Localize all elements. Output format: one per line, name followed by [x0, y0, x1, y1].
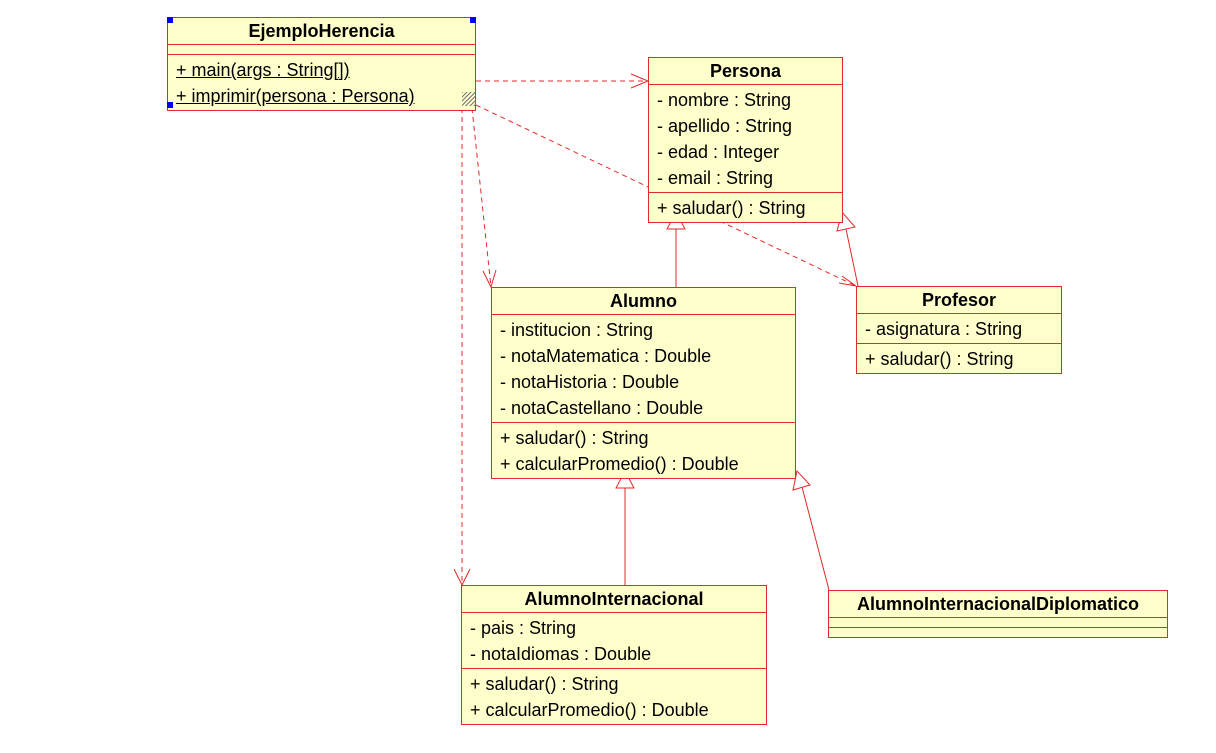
operations-section	[829, 628, 1167, 637]
attributes-section	[168, 45, 475, 55]
class-name: AlumnoInternacionalDiplomatico	[829, 591, 1167, 618]
resize-grip-icon[interactable]	[462, 92, 476, 106]
generalization-profesor-persona[interactable]	[845, 228, 859, 287]
attribute: - email : String	[657, 168, 774, 188]
operations-section: + saludar() : String + calcularPromedio(…	[492, 423, 795, 478]
class-profesor[interactable]: Profesor - asignatura : String + saludar…	[856, 286, 1062, 374]
class-alumno[interactable]: Alumno - institucion : String - notaMate…	[491, 287, 796, 479]
attribute: - asignatura : String	[865, 319, 1023, 339]
selection-handle-top-right[interactable]	[470, 17, 476, 23]
class-alumnointernacional[interactable]: AlumnoInternacional - pais : String - no…	[461, 585, 767, 725]
operation: + saludar() : String	[500, 428, 649, 448]
class-name: EjemploHerencia	[168, 18, 475, 45]
operations-section: + saludar() : String	[649, 193, 842, 222]
generalization-diplomatico-alumno[interactable]	[801, 486, 830, 591]
attribute: - notaHistoria : Double	[500, 372, 680, 392]
class-persona[interactable]: Persona - nombre : String - apellido : S…	[648, 57, 843, 223]
selection-handle-top-left[interactable]	[167, 17, 173, 23]
dependency-ejemplo-alumno[interactable]	[471, 107, 492, 288]
operations-section: + saludar() : String	[857, 344, 1061, 373]
class-alumnointernacionaldiplomatico[interactable]: AlumnoInternacionalDiplomatico	[828, 590, 1168, 638]
class-name: AlumnoInternacional	[462, 586, 766, 613]
class-ejemploherencia[interactable]: EjemploHerencia + main(args : String[]) …	[167, 17, 476, 111]
generalization-triangle-alumno-alumnointernacional	[615, 469, 635, 489]
class-name: Alumno	[492, 288, 795, 315]
attributes-section: - nombre : String - apellido : String - …	[649, 85, 842, 193]
attribute: - nombre : String	[657, 90, 792, 110]
operation: + calcularPromedio() : Double	[500, 454, 739, 474]
operation: + saludar() : String	[865, 349, 1014, 369]
attribute: - edad : Integer	[657, 142, 780, 162]
class-name: Profesor	[857, 287, 1061, 314]
operation: + imprimir(persona : Persona)	[176, 86, 415, 106]
attributes-section: - asignatura : String	[857, 314, 1061, 344]
selection-handle-bottom-left[interactable]	[167, 102, 173, 108]
operation: + saludar() : String	[657, 198, 806, 218]
attribute: - apellido : String	[657, 116, 793, 136]
attribute: - notaIdiomas : Double	[470, 644, 652, 664]
attribute: - pais : String	[470, 618, 577, 638]
attributes-section	[829, 618, 1167, 628]
operations-section: + saludar() : String + calcularPromedio(…	[462, 669, 766, 724]
dependency-arrowhead-profesor	[838, 275, 857, 287]
operation: + saludar() : String	[470, 674, 619, 694]
operation: + main(args : String[])	[176, 60, 350, 80]
attribute: - notaMatematica : Double	[500, 346, 712, 366]
operations-section: + main(args : String[]) + imprimir(perso…	[168, 55, 475, 110]
attributes-section: - institucion : String - notaMatematica …	[492, 315, 795, 423]
class-name: Persona	[649, 58, 842, 85]
attribute: - institucion : String	[500, 320, 654, 340]
operation: + calcularPromedio() : Double	[470, 700, 709, 720]
generalization-triangle-alumno-diplomatico	[792, 469, 811, 491]
attribute: - notaCastellano : Double	[500, 398, 704, 418]
attributes-section: - pais : String - notaIdiomas : Double	[462, 613, 766, 669]
